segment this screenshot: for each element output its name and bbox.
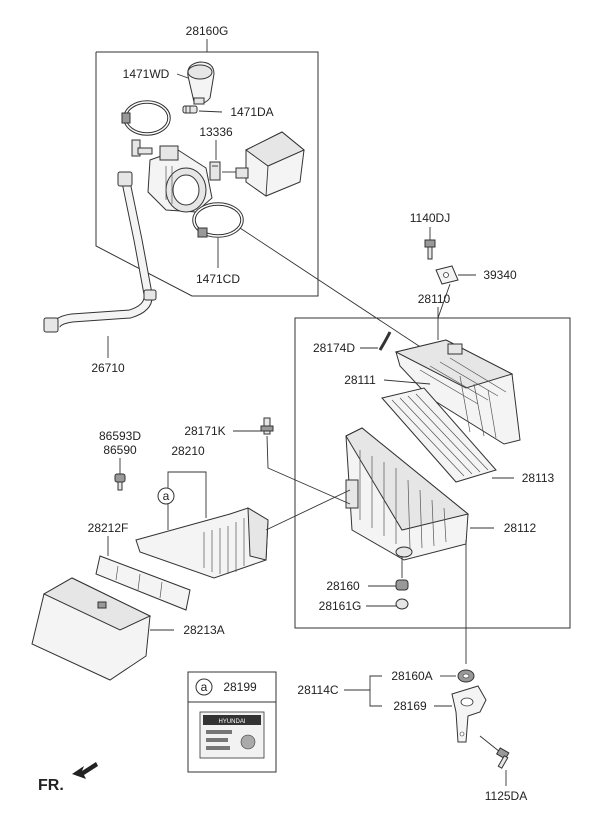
- bracket-28169: [451, 685, 487, 743]
- label-28111: 28111: [344, 373, 376, 387]
- front-arrow-icon: [72, 762, 98, 779]
- label-13336: 13336: [199, 125, 233, 139]
- hose-clamp-upper: [121, 100, 171, 136]
- maf-sensor-cap: [187, 61, 215, 105]
- callout-a-marker: [157, 487, 175, 505]
- grommet-28160A: [457, 669, 475, 683]
- label-28110: 28110: [418, 292, 451, 306]
- label-86590: 86590: [103, 443, 137, 457]
- decal-label: HYUNDAI: [199, 711, 265, 759]
- air-filter-element: [381, 387, 497, 483]
- label-1471DA: 1471DA: [230, 105, 273, 119]
- group-box-28160G: [95, 51, 319, 297]
- bracket-39340: [435, 265, 459, 285]
- label-1471WD: 1471WD: [123, 67, 170, 81]
- label-28160: 28160: [326, 579, 360, 593]
- label-28210: 28210: [171, 444, 205, 458]
- front-direction-label: FR.: [38, 777, 64, 794]
- insulator-28161G: [395, 598, 409, 610]
- label-28114C: 28114C: [297, 683, 338, 697]
- label-28174D: 28174D: [313, 341, 355, 355]
- air-cleaner-lower-case: [345, 427, 470, 561]
- label-28112: 28112: [504, 521, 537, 535]
- label-28212F: 28212F: [88, 521, 129, 535]
- label-28160G: 28160G: [186, 24, 229, 38]
- air-intake-duct: [135, 507, 269, 579]
- air-flow-sensor-body: [147, 145, 213, 213]
- bolt-1140DJ: [424, 239, 436, 260]
- group-box-28110: [294, 317, 571, 629]
- decal-box: [187, 671, 277, 773]
- callout-a-text: a: [163, 489, 170, 503]
- label-28113: 28113: [522, 471, 555, 485]
- air-guide-28212F: [95, 555, 191, 611]
- callout-a-text-box: a: [201, 680, 208, 694]
- label-39340: 39340: [483, 268, 517, 282]
- air-duct-cover: [31, 577, 152, 681]
- resonator: [235, 131, 305, 197]
- air-cleaner-cover: [394, 339, 521, 445]
- label-28161G: 28161G: [319, 599, 362, 613]
- label-1140DJ: 1140DJ: [410, 211, 450, 225]
- label-86593D: 86593D: [99, 429, 141, 443]
- breather-hose: [43, 171, 157, 333]
- grommet-28160: [395, 579, 409, 591]
- bolt-1125DA: [495, 747, 510, 769]
- breather-nipple: [131, 139, 153, 157]
- bolt-28171K: [260, 417, 274, 435]
- label-1125DA: 1125DA: [485, 789, 527, 803]
- label-28213A: 28213A: [183, 623, 224, 637]
- decal-brand-text: HYUNDAI: [218, 719, 245, 725]
- hose-clamp-lower: [192, 202, 244, 238]
- label-28169: 28169: [393, 699, 427, 713]
- clip-1471DA: [182, 105, 198, 114]
- clip-86590: [114, 473, 126, 491]
- label-28199: 28199: [223, 680, 257, 694]
- callout-a-marker-box: [195, 678, 213, 696]
- label-28160A: 28160A: [391, 669, 432, 683]
- label-28171K: 28171K: [184, 424, 225, 438]
- label-1471CD: 1471CD: [196, 272, 240, 286]
- label-26710: 26710: [91, 361, 125, 375]
- sensor-clip: [209, 161, 221, 181]
